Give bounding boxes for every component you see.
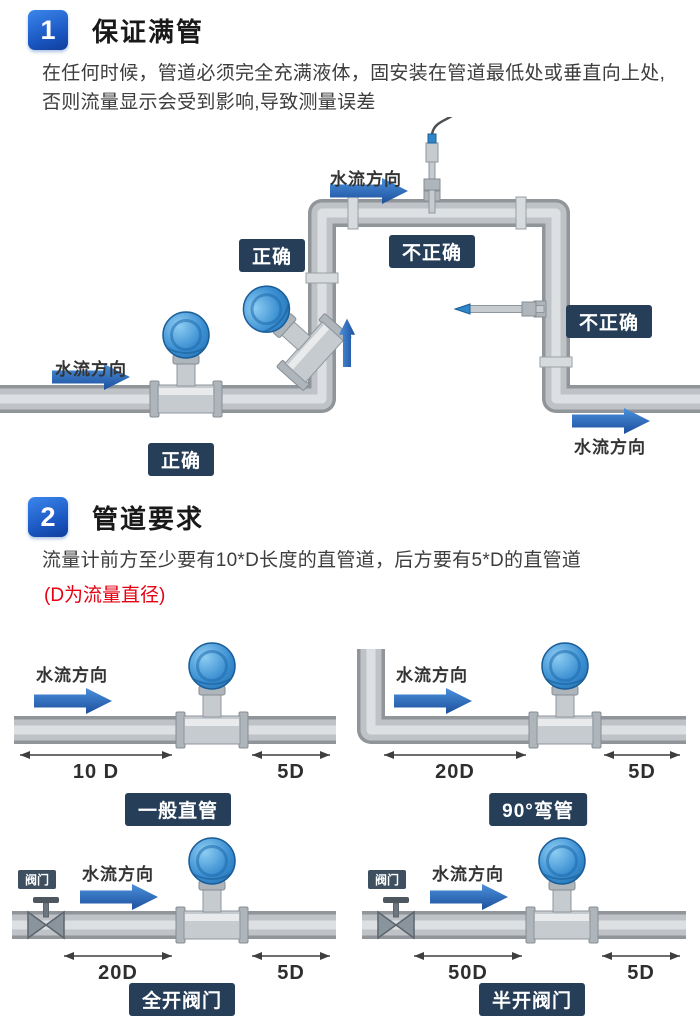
flow-direction-label: 水流方向: [396, 665, 468, 685]
dimension-lines: [384, 750, 680, 759]
pipe-run: [0, 196, 700, 413]
section2-title: 管道要求: [92, 503, 205, 534]
section1-body: 在任何时候，管道必须完全充满液体，固安装在管道最低处或垂直向上处,否则流量显示会…: [42, 63, 666, 113]
pipe-coupling: [539, 356, 573, 368]
flow-meter: [174, 641, 250, 749]
flow-meter: [527, 641, 603, 749]
downstream-length-label: 5D: [277, 961, 305, 984]
downstream-length-label: 5D: [627, 961, 655, 984]
flow-direction-label: 水流方向: [36, 665, 108, 685]
diagram-half-open-valve: 阀门 水流方向 50D 5D 半开阀门: [350, 830, 700, 1016]
valve-label: 阀门: [18, 869, 57, 889]
pipe-requirement-grid: 水流方向 10 D 5D 一般直管 水流方向 20D 5D: [0, 615, 700, 1016]
flow-arrow: [80, 883, 158, 910]
flow-arrow: [34, 687, 112, 714]
section1-title: 保证满管: [92, 16, 205, 47]
dimension-lines: [20, 750, 330, 759]
pipe-coupling: [515, 196, 527, 230]
badge-correct-elbow: 正确: [238, 239, 306, 272]
upstream-length-label: 20D: [435, 760, 475, 783]
diagram-straight-pipe: 水流方向 10 D 5D 一般直管: [0, 615, 350, 830]
installation-diagram: 水流方向 不正确 正确 不正确 水流方向 水流方向 正确: [0, 117, 700, 487]
diagram-caption: 90°弯管: [489, 792, 587, 826]
valve-label: 阀门: [368, 869, 407, 889]
dimension-lines: [414, 951, 680, 960]
pipe-coupling: [305, 272, 339, 284]
half-open-valve-graphic: [362, 836, 686, 960]
pipe-run-graphic: [0, 117, 700, 434]
downstream-length-label: 5D: [628, 760, 656, 783]
section2-note: (D为流量直径): [44, 584, 166, 606]
upstream-length-label: 20D: [98, 961, 138, 984]
straight-pipe-graphic: [14, 641, 336, 759]
flow-direction-label-left: 水流方向: [55, 360, 127, 379]
flow-arrow: [430, 883, 508, 910]
section2-body: 流量计前方至少要有10*D长度的直管道，后方要有5*D的直管道: [42, 550, 582, 571]
section2-number-badge: 2: [28, 497, 68, 537]
downstream-length-label: 5D: [277, 760, 305, 783]
diagram-caption: 全开阀门: [128, 982, 236, 1016]
badge-incorrect-side: 不正确: [566, 305, 653, 338]
elbow-pipe-graphic: [357, 641, 686, 759]
flow-meter: [524, 836, 600, 944]
diagram-caption: 一般直管: [124, 792, 232, 826]
open-valve-graphic: [12, 836, 336, 960]
flow-meter-horizontal-correct: [148, 310, 224, 419]
flow-direction-label: 水流方向: [82, 864, 154, 884]
diagram-elbow-pipe: 水流方向 20D 5D 90°弯管: [350, 615, 700, 830]
upstream-length-label: 10 D: [72, 760, 120, 783]
diagram-open-valve: 阀门 水流方向 20D 5D 全开阀门: [0, 830, 350, 1016]
upstream-length-label: 50D: [448, 961, 488, 984]
insertion-sensor-side-incorrect: [453, 300, 547, 318]
dimension-lines: [64, 951, 330, 960]
badge-incorrect-top: 不正确: [388, 235, 476, 268]
pipe-coupling: [347, 196, 359, 230]
flow-direction-label-top: 水流方向: [330, 170, 402, 189]
flow-meter: [174, 836, 250, 944]
flow-direction-label: 水流方向: [432, 864, 504, 884]
diagram-caption: 半开阀门: [478, 982, 586, 1016]
flow-direction-label-bottom-right: 水流方向: [574, 438, 646, 457]
badge-correct-bottom: 正确: [147, 443, 215, 476]
section2-header: 2 管道要求: [0, 487, 700, 541]
section1-number-badge: 1: [28, 10, 68, 50]
flow-arrow: [394, 687, 472, 714]
section1-header: 1 保证满管: [0, 0, 700, 54]
